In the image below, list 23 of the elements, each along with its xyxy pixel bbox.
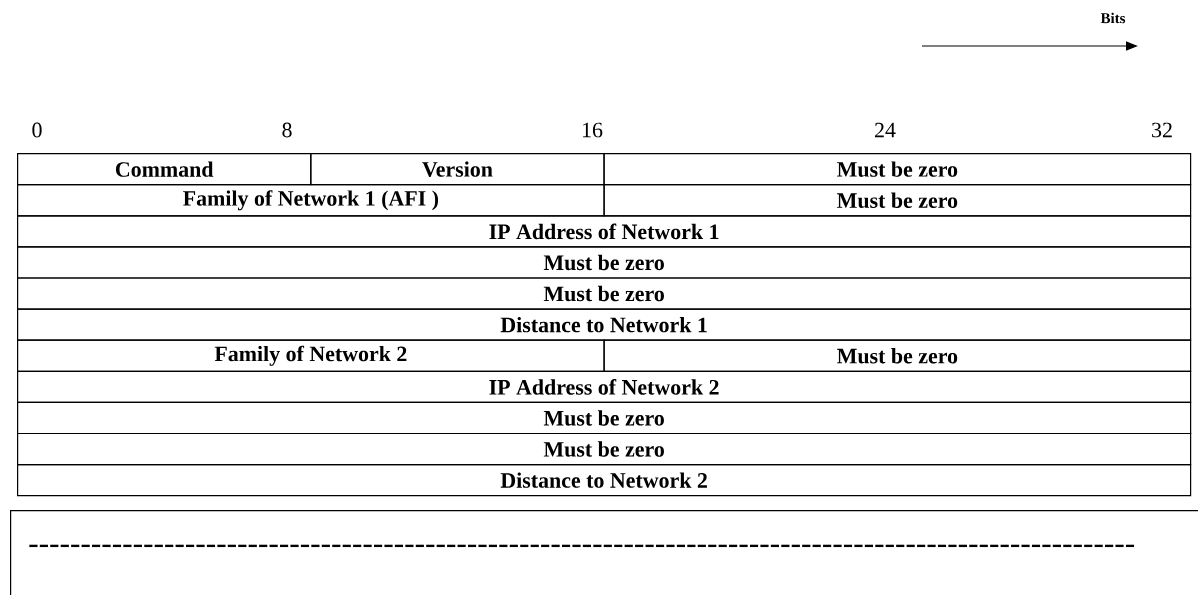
field-cell: Command (17, 153, 312, 186)
bit-number: 16 (582, 122, 603, 138)
field-cell: Must be zero (603, 339, 1192, 372)
field-cell: Family of Network 1 (AFI ) (17, 184, 605, 217)
bit-number: 0 (32, 122, 42, 138)
note-box (10, 510, 1198, 595)
field-cell: Distance to Network 2 (17, 464, 1192, 497)
bit-number: 24 (875, 122, 896, 138)
field-cell: Version (310, 153, 605, 186)
field-cell: IP Address of Network 1 (17, 215, 1192, 248)
axis-label: Bits (1100, 12, 1126, 24)
dashed-text: ---------------------------------------------------------------------------------------------------------- (29, 544, 1135, 548)
field-cell: Must be zero (603, 184, 1192, 217)
field-cell: Must be zero (17, 246, 1192, 279)
field-cell: Must be zero (17, 277, 1192, 310)
field-cell: Must be zero (603, 153, 1192, 186)
field-cell: Must be zero (17, 401, 1192, 435)
field-cell: Family of Network 2 (17, 339, 605, 372)
field-cell: IP Address of Network 2 (17, 370, 1192, 403)
field-cell: Distance to Network 1 (17, 308, 1192, 341)
field-cell: Must be zero (17, 432, 1192, 466)
bit-number: 32 (1152, 122, 1172, 138)
bit-number: 8 (282, 122, 292, 138)
